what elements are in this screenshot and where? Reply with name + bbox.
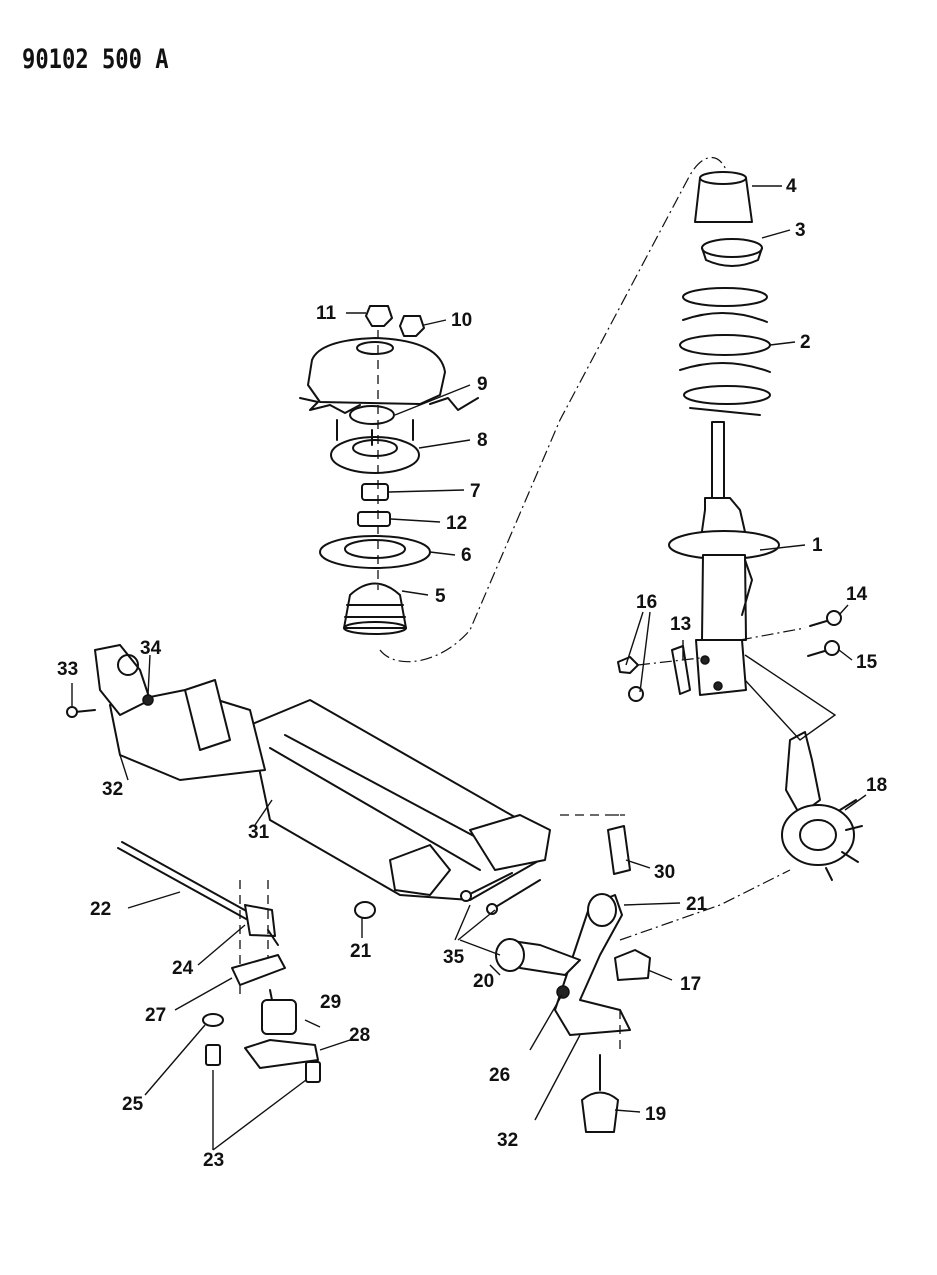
callout-2: 2	[800, 332, 811, 353]
callout-27: 27	[145, 1005, 166, 1026]
callout-14: 14	[846, 584, 868, 605]
callout-5: 5	[435, 586, 446, 607]
callout-12: 12	[446, 513, 467, 534]
assembly-line-strut	[379, 156, 727, 663]
callout-17: 17	[680, 974, 701, 995]
jounce-bumper-cap	[694, 171, 753, 223]
callout-4: 4	[786, 176, 797, 197]
callout-6: 6	[461, 545, 472, 566]
callout-31: 31	[248, 822, 270, 843]
front-crossmember	[249, 699, 551, 901]
right-lower-control-arm	[495, 893, 631, 1036]
callout-32-right: 32	[497, 1130, 518, 1151]
callout-34: 34	[140, 638, 162, 659]
callout-9: 9	[477, 374, 488, 395]
callout-30: 30	[654, 862, 675, 883]
stabilizer-bar	[117, 841, 279, 1000]
callout-11: 11	[316, 303, 337, 324]
callout-29: 29	[320, 992, 341, 1013]
callout-22: 22	[90, 899, 111, 920]
callout-28: 28	[349, 1025, 370, 1046]
callout-35: 35	[443, 947, 465, 968]
callout-20: 20	[473, 971, 494, 992]
callout-15: 15	[856, 652, 878, 673]
strut-nuts-and-cam	[617, 645, 701, 702]
callout-16: 16	[636, 592, 657, 613]
callout-26: 26	[489, 1065, 510, 1086]
callout-24: 24	[172, 958, 194, 979]
callout-1: 1	[812, 535, 823, 556]
callout-25: 25	[122, 1094, 144, 1115]
coil-spring	[679, 287, 771, 416]
callout-23: 23	[203, 1150, 224, 1171]
strut-mount-stack	[299, 305, 479, 635]
strut-bolts	[739, 610, 842, 657]
callout-10: 10	[451, 310, 472, 331]
callout-33: 33	[57, 659, 78, 680]
left-steering-knuckle	[66, 644, 154, 718]
callout-labels: 1 2 3 4 5 6 7 8 9 10 11 12 13 14 15 16 1…	[57, 176, 887, 1171]
document-id: 90102 500 A	[22, 44, 169, 75]
left-lower-control-arm	[109, 679, 266, 781]
callout-32-left: 32	[102, 779, 123, 800]
callout-13: 13	[670, 614, 691, 635]
callout-19: 19	[645, 1104, 666, 1125]
callout-8: 8	[477, 430, 488, 451]
arm-bolts-and-bracket	[354, 814, 631, 919]
strut-assembly	[668, 421, 780, 696]
callout-3: 3	[795, 220, 806, 241]
steering-knuckle	[744, 654, 863, 881]
stabilizer-bracket-parts	[202, 954, 321, 1083]
callout-7: 7	[470, 481, 481, 502]
upper-spring-seat	[701, 238, 763, 267]
callout-21-lower: 21	[350, 941, 372, 962]
leader-lines	[71, 185, 867, 1151]
bushing-and-ball-joint	[581, 869, 791, 1133]
callout-21-upper: 21	[686, 894, 708, 915]
callout-18: 18	[866, 775, 887, 796]
